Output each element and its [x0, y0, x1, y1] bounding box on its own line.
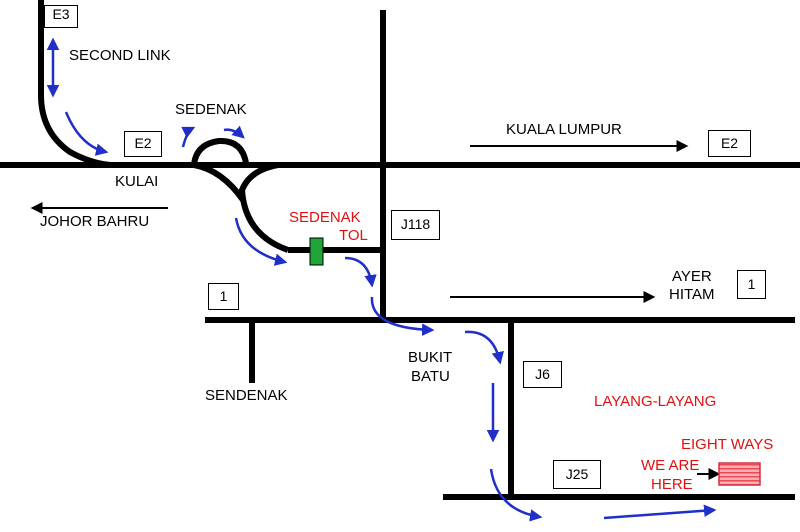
label-second-link: SECOND LINK: [69, 47, 171, 64]
shield-e2-right: E2: [708, 130, 751, 157]
interchange-loop: [191, 137, 249, 166]
shield-route-1-left: 1: [208, 283, 239, 310]
label-bukit-batu-1: BUKIT: [408, 349, 453, 366]
toll-plaza-icon: [309, 237, 324, 266]
interchange-ramp-west: [193, 162, 246, 202]
label-we-are-here-1: WE ARE: [641, 457, 700, 474]
road-e3-second-link: [38, 0, 111, 168]
route-arrow-sedenak-left: [181, 126, 196, 148]
label-sedenak-tol-2: TOL: [339, 227, 368, 244]
label-johor-bahru: JOHOR BAHRU: [40, 213, 150, 230]
destination-building-icon: [718, 462, 761, 486]
route-arrow-final: [603, 504, 717, 520]
label-sedenak-tol-1: SEDENAK: [289, 209, 361, 226]
route-arrow-to-e2: [64, 111, 109, 156]
shield-e3: E3: [44, 5, 78, 28]
route-arrow-ramp-down: [234, 217, 288, 266]
shield-j25: J25: [553, 460, 601, 489]
label-kuala-lumpur: KUALA LUMPUR: [506, 121, 622, 138]
shield-e2-left: E2: [124, 131, 162, 157]
shield-j118: J118: [391, 210, 440, 240]
label-sedenak: SEDENAK: [175, 101, 247, 118]
label-ayer-hitam-2: HITAM: [669, 286, 715, 303]
route-arrow-bukit-batu: [464, 330, 504, 365]
interchange-ramp-east: [238, 162, 290, 253]
label-we-are-here-2: HERE: [651, 476, 693, 493]
label-kulai: KULAI: [115, 173, 159, 190]
shield-route-1-right: 1: [737, 270, 766, 299]
route-arrow-to-j25: [489, 468, 543, 522]
route-arrow-sedenak-right: [223, 125, 245, 139]
route-arrow-down-j118: [370, 296, 435, 336]
route-arrow-after-toll: [344, 256, 377, 288]
label-sendenak: SENDENAK: [205, 387, 288, 404]
shield-j6: J6: [523, 361, 562, 388]
label-bukit-batu-2: BATU: [411, 368, 450, 385]
label-layang-layang: LAYANG-LAYANG: [594, 393, 717, 410]
label-ayer-hitam-1: AYER: [672, 268, 712, 285]
label-eight-ways: EIGHT WAYS: [681, 436, 774, 453]
